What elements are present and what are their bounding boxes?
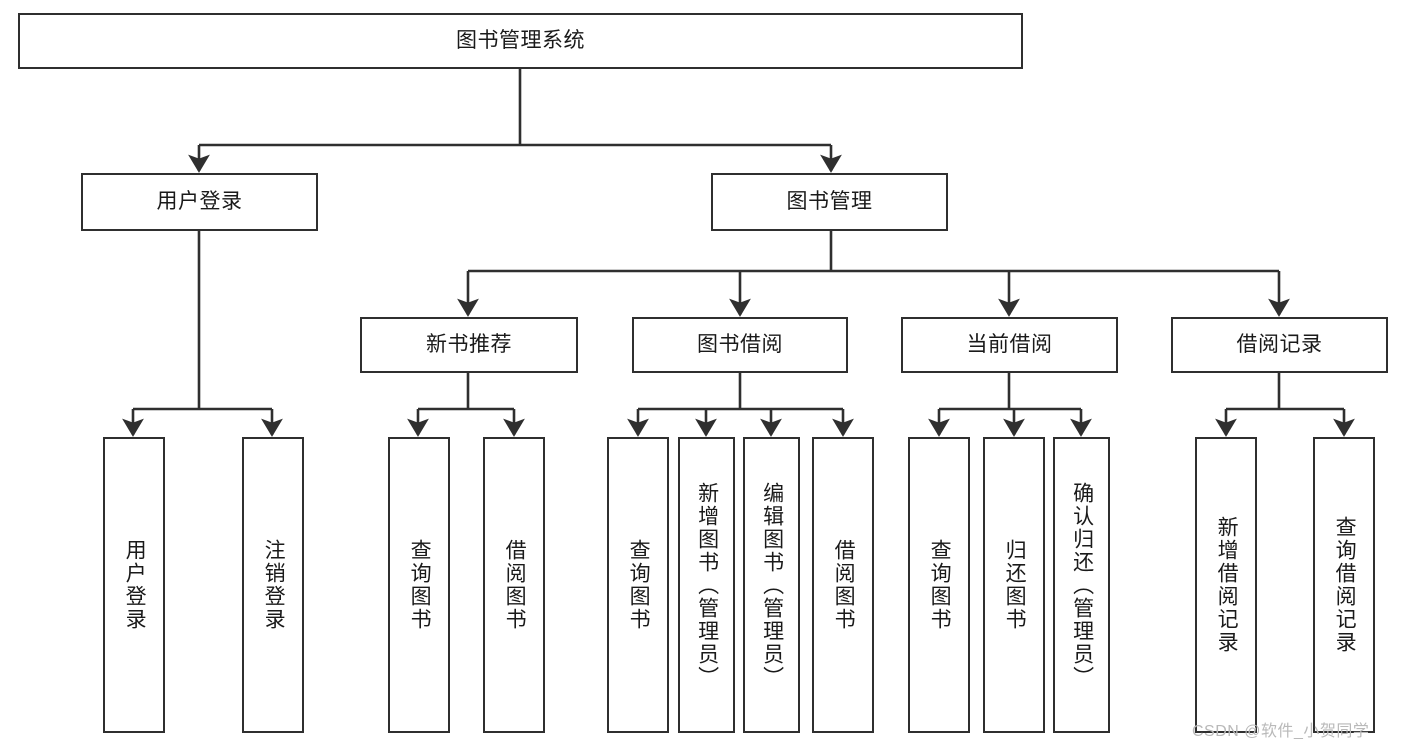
node-root-label: 图书管理系统 (456, 29, 585, 53)
node-leaf-add-record[interactable]: 新增借阅记录 (1195, 437, 1257, 733)
node-leaf-query-book-3[interactable]: 查询图书 (908, 437, 970, 733)
node-leaf-add-book-label: 新增图书（管理员） (695, 481, 719, 689)
node-current-borrow-label: 当前借阅 (966, 333, 1053, 357)
node-leaf-borrow-book-1-label: 借阅图书 (503, 539, 527, 631)
node-new-book-rec[interactable]: 新书推荐 (360, 317, 578, 373)
node-leaf-add-book[interactable]: 新增图书（管理员） (678, 437, 735, 733)
node-book-manage[interactable]: 图书管理 (711, 173, 948, 231)
csdn-watermark: CSDN @软件_小贺同学 (1192, 723, 1370, 740)
node-leaf-user-login[interactable]: 用户登录 (103, 437, 165, 733)
node-user-login[interactable]: 用户登录 (81, 173, 318, 231)
node-leaf-query-book-2-label: 查询图书 (627, 539, 651, 631)
node-leaf-return-book-label: 归还图书 (1003, 539, 1027, 631)
node-borrow-record[interactable]: 借阅记录 (1171, 317, 1388, 373)
node-leaf-return-book[interactable]: 归还图书 (983, 437, 1045, 733)
node-leaf-query-book-1-label: 查询图书 (408, 539, 432, 631)
node-root[interactable]: 图书管理系统 (18, 13, 1023, 69)
node-current-borrow[interactable]: 当前借阅 (901, 317, 1118, 373)
node-leaf-borrow-book-1[interactable]: 借阅图书 (483, 437, 545, 733)
node-leaf-confirm-return[interactable]: 确认归还（管理员） (1053, 437, 1110, 733)
node-leaf-edit-book[interactable]: 编辑图书（管理员） (743, 437, 800, 733)
node-leaf-query-book-2[interactable]: 查询图书 (607, 437, 669, 733)
node-leaf-borrow-book-2[interactable]: 借阅图书 (812, 437, 874, 733)
node-leaf-query-record-label: 查询借阅记录 (1333, 516, 1357, 654)
node-leaf-borrow-book-2-label: 借阅图书 (832, 539, 856, 631)
node-borrow-record-label: 借阅记录 (1236, 333, 1323, 357)
node-book-borrow-label: 图书借阅 (697, 333, 783, 357)
node-leaf-edit-book-label: 编辑图书（管理员） (760, 481, 784, 689)
node-leaf-confirm-return-label: 确认归还（管理员） (1070, 481, 1094, 689)
node-leaf-query-book-1[interactable]: 查询图书 (388, 437, 450, 733)
node-user-login-label: 用户登录 (156, 190, 243, 214)
node-leaf-query-record[interactable]: 查询借阅记录 (1313, 437, 1375, 733)
node-book-borrow[interactable]: 图书借阅 (632, 317, 848, 373)
node-leaf-add-record-label: 新增借阅记录 (1215, 516, 1239, 654)
node-leaf-logout-label: 注销登录 (262, 539, 286, 631)
node-book-manage-label: 图书管理 (786, 190, 873, 214)
node-leaf-user-login-label: 用户登录 (123, 539, 147, 631)
node-leaf-logout[interactable]: 注销登录 (242, 437, 304, 733)
node-new-book-rec-label: 新书推荐 (426, 333, 512, 357)
node-leaf-query-book-3-label: 查询图书 (928, 539, 952, 631)
